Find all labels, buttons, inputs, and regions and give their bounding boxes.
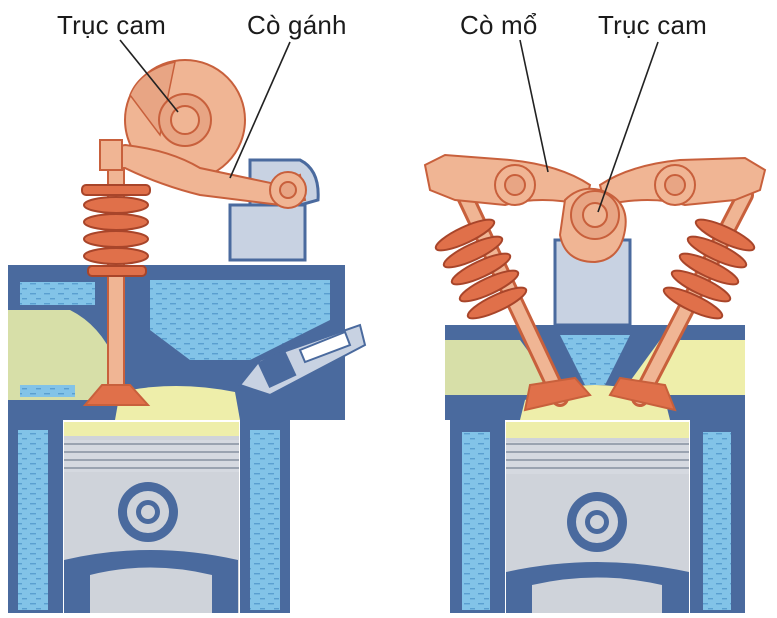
left-piston bbox=[64, 422, 239, 613]
leader-lines bbox=[119, 39, 659, 213]
left-valve-cover bbox=[228, 203, 307, 262]
right-head-water bbox=[560, 335, 630, 385]
right-engine bbox=[423, 153, 767, 613]
right-water-left bbox=[462, 432, 490, 610]
right-intake-spring bbox=[434, 218, 528, 320]
left-spark-plug bbox=[238, 323, 367, 397]
label-right-rocker-arm: Cò mổ bbox=[460, 10, 538, 40]
right-rocker-arm-right bbox=[598, 156, 767, 207]
leader-left-rocker-lever bbox=[229, 41, 291, 179]
right-water-right bbox=[703, 432, 731, 610]
right-piston bbox=[506, 422, 689, 613]
right-intake-port bbox=[445, 340, 560, 395]
right-camshaft bbox=[558, 187, 627, 264]
right-rocker-arm-left bbox=[423, 153, 592, 207]
left-port-water bbox=[20, 385, 75, 397]
leader-right-rocker-arm bbox=[519, 39, 549, 173]
left-valve-spring bbox=[81, 184, 151, 277]
left-intake-port bbox=[8, 310, 115, 400]
leader-right-camshaft bbox=[597, 41, 659, 213]
left-head-water-jacket bbox=[150, 280, 330, 360]
left-head-water-small bbox=[20, 282, 95, 305]
left-rocker-lever bbox=[99, 139, 307, 209]
left-water-right bbox=[250, 430, 280, 610]
right-exhaust-spring bbox=[662, 218, 756, 320]
label-right-camshaft: Trục cam bbox=[598, 10, 707, 40]
label-left-rocker-lever: Cò gánh bbox=[247, 10, 347, 40]
label-left-camshaft: Trục cam bbox=[57, 10, 166, 40]
left-combustion-chamber bbox=[115, 386, 240, 420]
leader-left-camshaft bbox=[119, 39, 179, 113]
left-engine bbox=[8, 59, 367, 613]
left-water-left bbox=[18, 430, 48, 610]
